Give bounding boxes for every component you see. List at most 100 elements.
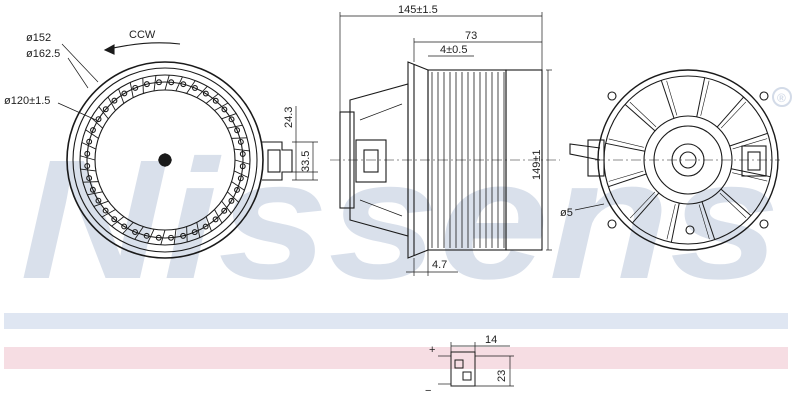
fan-blade: [87, 191, 103, 196]
outer-housing-ring: [66, 61, 264, 259]
fan-blade: [90, 117, 103, 129]
fan-blade: [227, 124, 243, 129]
connector-housing: [262, 141, 293, 181]
dim-hole-label: ø5: [560, 207, 573, 219]
dim-bottom-label: 4.7: [432, 259, 447, 271]
fan-blade-dot: [89, 186, 96, 193]
fan-blade: [134, 226, 144, 240]
dim-inner-120-label: ø120±1.5: [4, 95, 50, 107]
fan-blade-dot: [168, 234, 174, 241]
fan-blade: [196, 85, 208, 98]
fan-blade-dot: [202, 90, 209, 97]
fan-blade-dot: [121, 90, 128, 97]
fan-blade: [221, 113, 237, 120]
fan-blade-dot: [239, 163, 246, 170]
rear-socket-inner: [747, 151, 761, 171]
fan-blade-dot: [234, 187, 240, 193]
fan-blade-dot: [192, 85, 198, 91]
fan-blade-dot: [121, 223, 128, 230]
fan-blade: [231, 181, 245, 191]
fan-blade: [173, 229, 177, 245]
dim-height-label: 149±1: [531, 149, 543, 180]
fan-blade: [85, 129, 99, 139]
fan-blade-dot: [228, 116, 235, 123]
fan-blade-dot: [234, 127, 241, 134]
fan-blade-dot: [168, 79, 175, 86]
fan-blade-dot: [156, 79, 162, 86]
fan-blade: [234, 159, 251, 165]
fan-blade: [196, 222, 201, 238]
fan-blade: [79, 155, 96, 161]
detail-height-label: 23: [496, 370, 508, 382]
fan-blade-dot: [143, 232, 150, 239]
leader-hole: [574, 203, 605, 211]
fan-blade: [233, 170, 249, 178]
detail-minus-label: −: [425, 385, 431, 397]
fan-blade: [214, 102, 229, 111]
fan-blade-dot: [90, 127, 96, 133]
fan-blade: [205, 93, 219, 104]
fan-blade-dot: [111, 97, 118, 104]
fan-blade-dot: [221, 106, 228, 113]
fan-blade: [122, 222, 134, 235]
detail-body: [450, 351, 476, 387]
leader-152: [61, 43, 99, 83]
fan-blade-dot: [180, 81, 187, 88]
rear-rib-edge: [719, 192, 747, 219]
rear-rib: [720, 188, 752, 216]
band-pink: [4, 347, 788, 369]
side-view: [330, 12, 560, 276]
connector-detail: [438, 342, 514, 387]
detail-plus-label: +: [429, 344, 435, 356]
fan-blade: [93, 200, 109, 207]
mount-hole-5: [685, 225, 695, 235]
fan-blade: [160, 229, 166, 246]
rear-socket: [741, 145, 767, 177]
leader-162-5: [67, 57, 89, 89]
watermark-brand: Nissens: [20, 125, 780, 315]
outer-rim-ring: [72, 67, 258, 253]
rear-view: [569, 69, 780, 251]
fan-blade: [147, 228, 155, 244]
fan-blade: [129, 82, 134, 98]
rear-rib: [731, 168, 771, 178]
rear-rib: [660, 80, 675, 119]
fan-blade: [142, 77, 144, 94]
fan-blade-dot: [237, 138, 244, 145]
fan-blade: [111, 216, 125, 227]
fan-blade-dot: [86, 175, 93, 182]
fan-blade: [81, 142, 97, 150]
fan-blade: [175, 76, 183, 92]
ccw-arrow-head: [103, 44, 115, 55]
fan-blade-dot: [212, 216, 219, 223]
rear-rib-edge: [666, 204, 676, 240]
watermark: Nissens ®: [20, 87, 792, 315]
motor-connector: [355, 139, 387, 183]
fan-blade: [221, 200, 232, 214]
fan-blade-dot: [102, 106, 109, 113]
fan-blade: [82, 181, 99, 183]
fan-outer-ring: [79, 74, 251, 246]
rear-rib-edge: [629, 191, 656, 219]
fan-blade: [98, 106, 109, 120]
fan-blade: [80, 168, 96, 172]
fan-blade: [205, 216, 212, 232]
fan-blade-dot: [132, 84, 139, 91]
rear-rib: [716, 96, 744, 128]
rear-ribs: [605, 77, 771, 243]
fan-blade-dot: [212, 97, 219, 104]
fan-blade: [107, 96, 116, 111]
fan-blade-dot: [95, 197, 102, 204]
motor-ribs: [359, 103, 403, 217]
dim-connector-24-3-label: 24.3: [283, 107, 295, 128]
rear-rib: [701, 201, 716, 240]
band-blue: [4, 313, 788, 329]
dim-gap-label: 4±0.5: [440, 44, 467, 56]
rear-rib-edge: [608, 170, 644, 182]
detail-pin-plus: [454, 359, 464, 369]
fan-blade: [186, 226, 188, 243]
connector-body: [267, 149, 281, 173]
fan-blades: [79, 74, 251, 246]
mount-hole-1: [607, 91, 617, 101]
